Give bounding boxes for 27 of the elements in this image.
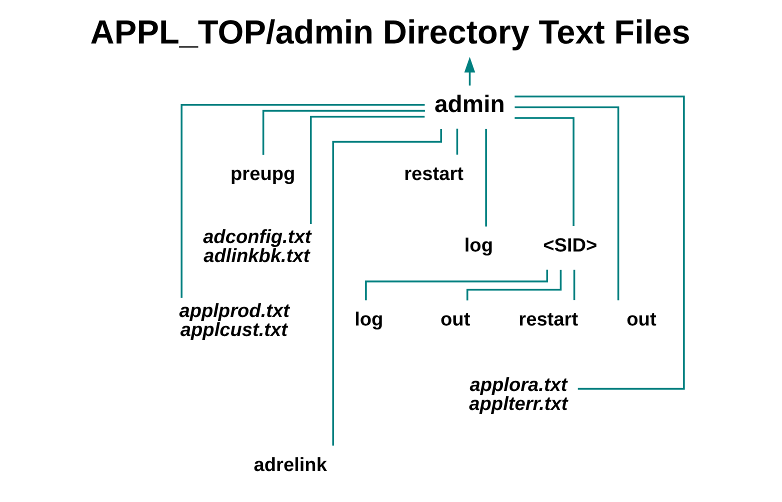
node-text: restart	[404, 164, 464, 185]
connector	[456, 128, 458, 155]
node-text: adconfig.txt adlinkbk.txt	[203, 227, 312, 268]
diagram-title: APPL_TOP/admin Directory Text Files	[90, 14, 690, 52]
node-text: log	[464, 235, 493, 256]
connector	[485, 128, 487, 227]
arrow	[464, 56, 476, 86]
connector	[180, 104, 425, 298]
node-text: out	[440, 309, 470, 330]
connector	[514, 106, 620, 300]
node-text: log	[354, 309, 384, 330]
node-text: applora.txt applterr.txt	[469, 374, 568, 416]
connector	[262, 110, 425, 155]
node-text: applprod.txt applcust.txt	[179, 300, 290, 342]
node-text: out	[626, 309, 656, 330]
connector	[514, 117, 574, 226]
node-text: <SID>	[543, 235, 598, 256]
node-text: preupg	[230, 164, 296, 185]
connector	[365, 270, 548, 300]
connector	[573, 270, 576, 300]
connector	[514, 96, 685, 390]
connector	[310, 116, 425, 224]
connector	[466, 270, 562, 300]
node-text: restart	[518, 309, 578, 330]
node-text: adrelink	[254, 454, 327, 476]
node-text: admin	[434, 90, 505, 118]
connector	[332, 128, 442, 446]
